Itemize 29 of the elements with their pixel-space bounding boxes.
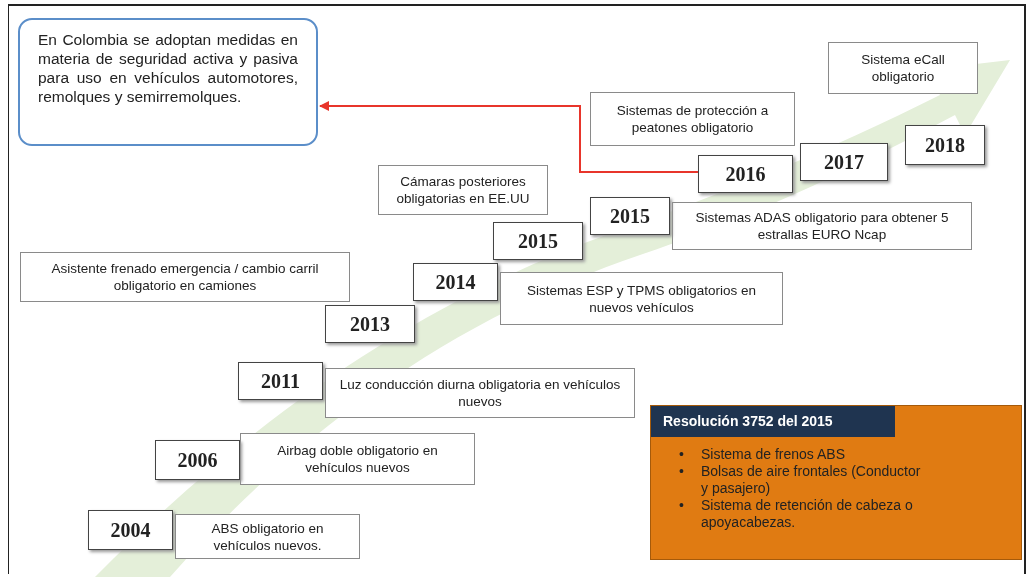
year-box: 2017	[800, 143, 888, 181]
milestone-box: Sistemas ADAS obligatorio para obtener 5 estrallas EURO Ncap	[672, 202, 972, 250]
note-box: En Colombia se adoptan medidas en materia de seguridad activa y pasiva para uso en vehículos automotores, remolques y semirremolques.	[18, 18, 318, 146]
milestone-box: ABS obligatorio en vehículos nuevos.	[175, 514, 360, 559]
year-box: 2014	[413, 263, 498, 301]
bullet-mark: •	[679, 446, 685, 463]
arrow	[319, 101, 699, 173]
year-box: 2018	[905, 125, 985, 165]
year-box: 2015	[590, 197, 670, 235]
panel-heading: Resolución 3752 del 2015	[651, 406, 895, 437]
year-box: 2015	[493, 222, 583, 260]
bullet-item: Sistema de frenos ABS	[701, 446, 845, 463]
milestone-box: Sistema eCall obligatorio	[828, 42, 978, 94]
note-panel	[650, 405, 1022, 560]
year-box: 2004	[88, 510, 173, 550]
year-box: 2013	[325, 305, 415, 343]
year-box: 2011	[238, 362, 323, 400]
bullet-item: Sistema de retención de cabeza o apoyacabezas.	[701, 497, 914, 531]
milestone-box: Cámaras posteriores obligatorias en EE.UU	[378, 165, 548, 215]
milestone-box: Luz conducción diurna obligatoria en vehículos nuevos	[325, 368, 635, 418]
milestone-box: Sistemas ESP y TPMS obligatorios en nuevos vehículos	[500, 272, 783, 325]
year-box: 2016	[698, 155, 793, 193]
milestone-box: Asistente frenado emergencia / cambio carril obligatorio en camiones	[20, 252, 350, 302]
bullet-mark: •	[679, 497, 685, 515]
year-box: 2006	[155, 440, 240, 480]
milestone-box: Sistemas de protección a peatones obligatorio	[590, 92, 795, 146]
milestone-box: Airbag doble obligatorio en vehículos nuevos	[240, 433, 475, 485]
bullet-mark: •	[679, 463, 685, 481]
bullet-item: Bolsas de aire frontales (Conductor y pasajero)	[701, 463, 922, 497]
